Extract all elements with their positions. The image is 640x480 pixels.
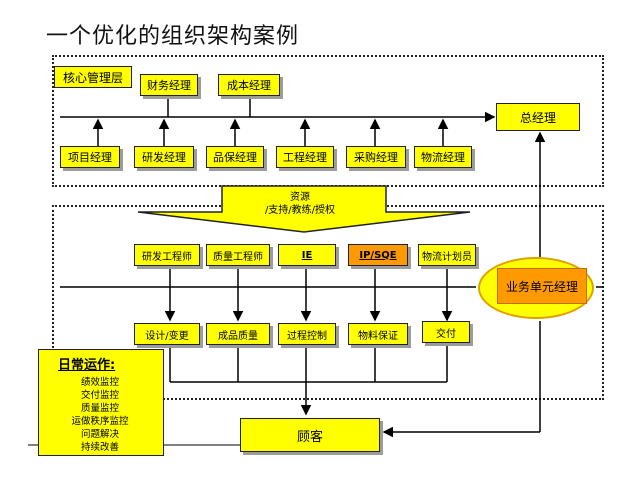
ip-sqe-box: IP/SQE (348, 244, 408, 266)
daily-item: 绩效监控 (80, 377, 119, 388)
resource-label: 资源 /支持/教练/授权 (220, 191, 380, 217)
logistics-manager-box: 物流经理 (414, 146, 472, 168)
quality-engineer-box: 质量工程师 (206, 244, 270, 266)
finance-manager-box: 财务经理 (140, 74, 198, 96)
bu-manager-label: 业务单元经理 (497, 268, 587, 304)
qa-manager-box: 品保经理 (206, 146, 264, 168)
daily-operations-box (38, 349, 164, 456)
rd-engineer-box: 研发工程师 (134, 244, 200, 266)
daily-item: 问题解决 (80, 429, 119, 440)
process-control-box: 过程控制 (278, 323, 336, 345)
project-manager-box: 项目经理 (60, 146, 120, 168)
daily-item: 质量监控 (80, 403, 119, 414)
daily-item: 交付监控 (80, 390, 119, 401)
rd-manager-box: 研发经理 (134, 146, 194, 168)
core-management-label: 核心管理层 (54, 66, 132, 88)
general-manager-box: 总经理 (496, 103, 580, 131)
material-assurance-box: 物料保证 (348, 323, 408, 345)
ie-box: IE (278, 244, 336, 266)
page-title: 一个优化的组织架构案例 (46, 24, 300, 49)
product-quality-box: 成品质量 (206, 323, 270, 345)
resource-line-2: /支持/教练/授权 (264, 205, 336, 216)
logistics-planner-box: 物流计划员 (418, 244, 476, 266)
purchasing-manager-box: 采购经理 (346, 146, 406, 168)
engineering-manager-box: 工程经理 (276, 146, 334, 168)
daily-item: 运做秩序监控 (71, 416, 129, 427)
daily-item: 持续改善 (80, 442, 119, 453)
customer-box: 顾客 (240, 418, 380, 452)
delivery-box: 交付 (422, 321, 470, 343)
resource-line-1: 资源 (290, 192, 310, 203)
design-change-box: 设计/变更 (134, 323, 200, 345)
cost-manager-box: 成本经理 (218, 74, 280, 96)
resource-arrow (137, 185, 471, 233)
daily-operations-title: 日常运作: (58, 358, 116, 373)
